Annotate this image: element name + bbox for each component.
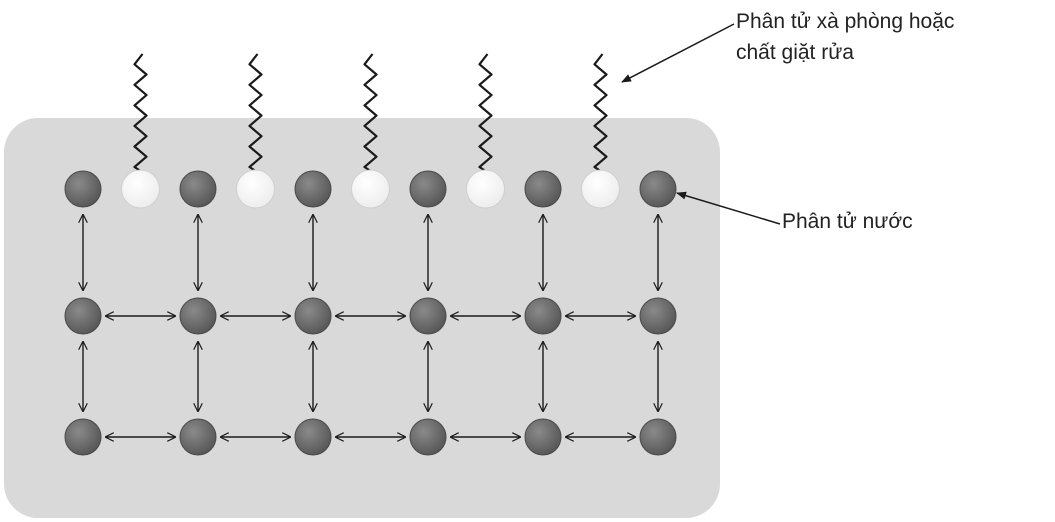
water-molecule: [64, 297, 102, 335]
water-molecule: [524, 297, 562, 335]
soap-label-line-2: chất giặt rửa: [736, 41, 854, 64]
water-molecule: [639, 418, 677, 456]
soap-tail-icon: [593, 53, 608, 172]
water-molecule: [179, 418, 217, 456]
water-molecule-label: Phân tử nước: [782, 210, 913, 233]
water-molecule: [409, 170, 447, 208]
molecules: [64, 169, 677, 456]
soap-tail-icon: [133, 53, 148, 172]
soap-tail-icon: [478, 53, 493, 172]
soap-head-molecule: [236, 169, 275, 209]
soap-head-molecule: [466, 169, 505, 209]
bond-arrows: [83, 215, 658, 437]
water-molecule: [64, 170, 102, 208]
water-molecule: [639, 170, 677, 208]
soap-pointer-arrow: [621, 23, 735, 83]
soap-tail-icon: [248, 53, 263, 172]
soap-molecule-label: Phân tử xà phòng hoặc chất giặt rửa: [736, 6, 954, 68]
water-molecule: [524, 418, 562, 456]
label-pointers: [621, 23, 781, 225]
water-molecule: [64, 418, 102, 456]
soap-head-molecule: [121, 169, 160, 209]
water-molecule: [409, 297, 447, 335]
soap-head-molecule: [351, 169, 390, 209]
soap-label-line-1: Phân tử xà phòng hoặc: [736, 10, 955, 33]
water-molecule: [179, 297, 217, 335]
soap-head-molecule: [581, 169, 620, 209]
water-molecule: [639, 297, 677, 335]
soap-tail-icon: [363, 53, 378, 172]
water-pointer-arrow: [676, 191, 781, 225]
water-molecule: [294, 418, 332, 456]
water-molecule: [179, 170, 217, 208]
soap-tails: [133, 53, 608, 172]
water-molecule: [294, 170, 332, 208]
water-molecule: [294, 297, 332, 335]
water-molecule: [524, 170, 562, 208]
water-molecule: [409, 418, 447, 456]
